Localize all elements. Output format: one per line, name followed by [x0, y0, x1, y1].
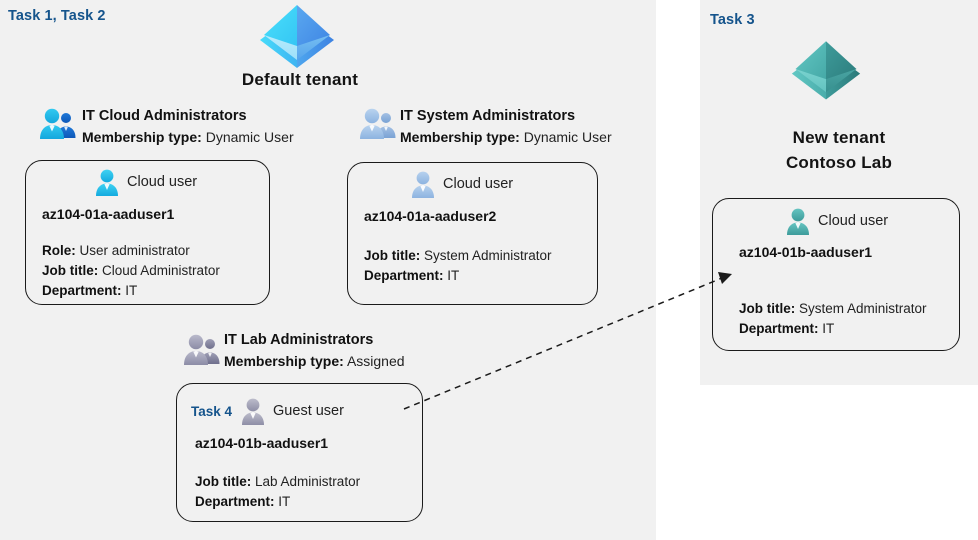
- user-properties: Role: User administrator Job title: Clou…: [42, 241, 220, 301]
- user-card-az104-01b-aaduser1-cloud[interactable]: Cloud user az104-01b-aaduser1 Job title:…: [712, 198, 960, 351]
- group-users-icon-system-admins: [358, 106, 398, 142]
- membership-type-value: Assigned: [346, 353, 405, 370]
- cloud-user-icon: [410, 170, 436, 198]
- property-job-title: Job title: System Administrator: [364, 246, 552, 266]
- property-department-label: Department:: [195, 493, 275, 509]
- property-department: Department: IT: [364, 266, 552, 286]
- user-card-az104-01a-aaduser2[interactable]: Cloud user az104-01a-aaduser2 Job title:…: [347, 162, 598, 305]
- new-tenant-title: New tenant Contoso Lab: [706, 126, 972, 175]
- user-card-header: Cloud user: [785, 207, 888, 235]
- property-role: Role: User administrator: [42, 241, 220, 261]
- azure-ad-tenant-icon-default: [258, 2, 336, 68]
- guest-user-icon: [240, 397, 266, 425]
- user-name-az104-01b-aaduser1-guest: az104-01b-aaduser1: [195, 435, 329, 451]
- user-type-label: Cloud user: [443, 176, 514, 192]
- property-job-title: Job title: Lab Administrator: [195, 472, 360, 492]
- property-department-value: IT: [822, 320, 835, 336]
- membership-type-label: Membership type:: [82, 129, 202, 146]
- property-role-label: Role:: [42, 243, 76, 258]
- property-department-value: IT: [278, 493, 291, 509]
- group-users-icon-lab-admins: [182, 332, 222, 368]
- property-job-title-label: Job title:: [364, 248, 421, 263]
- azure-ad-tenant-icon-new: [790, 38, 862, 100]
- property-department-label: Department:: [42, 282, 122, 298]
- group-name-it-cloud-administrators: IT Cloud Administrators: [82, 108, 247, 124]
- user-properties: Job title: System Administrator Departme…: [364, 246, 552, 286]
- property-department: Department: IT: [739, 319, 927, 339]
- user-card-header: Cloud user: [410, 170, 513, 198]
- group-name-it-lab-administrators: IT Lab Administrators: [224, 332, 374, 348]
- task-label-left-panel: Task 1, Task 2: [8, 8, 106, 24]
- user-card-header: Task 4 Guest user: [191, 397, 344, 425]
- property-job-title-label: Job title:: [195, 474, 252, 489]
- group-heading-it-cloud-administrators: IT Cloud Administrators Membership type:…: [82, 106, 294, 148]
- user-type-label: Cloud user: [818, 213, 889, 229]
- property-role-value: User administrator: [79, 243, 190, 258]
- property-job-title-value: System Administrator: [424, 248, 552, 263]
- user-properties: Job title: System Administrator Departme…: [739, 299, 927, 339]
- property-job-title: Job title: System Administrator: [739, 299, 927, 319]
- group-membership-it-system-administrators: Membership type: Dynamic User: [400, 127, 612, 148]
- property-job-title-value: Lab Administrator: [255, 474, 361, 489]
- property-job-title-value: Cloud Administrator: [102, 262, 220, 278]
- property-department: Department: IT: [42, 281, 220, 301]
- property-department: Department: IT: [195, 492, 360, 512]
- user-card-az104-01a-aaduser1[interactable]: Cloud user az104-01a-aaduser1 Role: User…: [25, 160, 270, 305]
- user-name-az104-01b-aaduser1-cloud: az104-01b-aaduser1: [739, 244, 873, 260]
- user-type-label: Guest user: [273, 403, 344, 419]
- group-membership-it-lab-administrators: Membership type: Assigned: [224, 351, 405, 372]
- user-properties: Job title: Lab Administrator Department:…: [195, 472, 360, 512]
- group-heading-it-lab-administrators: IT Lab Administrators Membership type: A…: [224, 330, 405, 372]
- property-department-label: Department:: [364, 267, 444, 283]
- default-tenant-title: Default tenant: [241, 70, 359, 89]
- new-tenant-title-line2: Contoso Lab: [785, 152, 893, 172]
- user-type-label: Cloud user: [127, 174, 198, 190]
- property-department-value: IT: [447, 267, 460, 283]
- group-users-icon-cloud-admins: [38, 106, 78, 142]
- property-job-title-label: Job title:: [42, 262, 99, 278]
- group-membership-it-cloud-administrators: Membership type: Dynamic User: [82, 127, 294, 148]
- property-department-value: IT: [125, 282, 138, 298]
- user-name-az104-01a-aaduser2: az104-01a-aaduser2: [364, 208, 497, 224]
- membership-type-value: Dynamic User: [205, 129, 294, 146]
- property-job-title-value: System Administrator: [799, 301, 927, 316]
- user-name-az104-01a-aaduser1: az104-01a-aaduser1: [42, 206, 175, 222]
- task-label-guest-user: Task 4: [191, 403, 233, 419]
- property-job-title-label: Job title:: [739, 301, 796, 316]
- membership-type-label: Membership type:: [400, 129, 520, 146]
- membership-type-value: Dynamic User: [523, 129, 612, 146]
- property-department-label: Department:: [739, 320, 819, 336]
- group-heading-it-system-administrators: IT System Administrators Membership type…: [400, 106, 612, 148]
- user-card-az104-01b-aaduser1-guest[interactable]: Task 4 Guest user az104-01b-aaduser1 Job…: [176, 383, 423, 522]
- cloud-user-icon: [785, 207, 811, 235]
- membership-type-label: Membership type:: [224, 353, 344, 370]
- new-tenant-title-line1: New tenant: [792, 128, 886, 147]
- task-label-right-panel: Task 3: [710, 12, 755, 28]
- user-card-header: Cloud user: [94, 168, 197, 196]
- cloud-user-icon: [94, 168, 120, 196]
- group-name-it-system-administrators: IT System Administrators: [400, 108, 576, 124]
- property-job-title: Job title: Cloud Administrator: [42, 261, 220, 281]
